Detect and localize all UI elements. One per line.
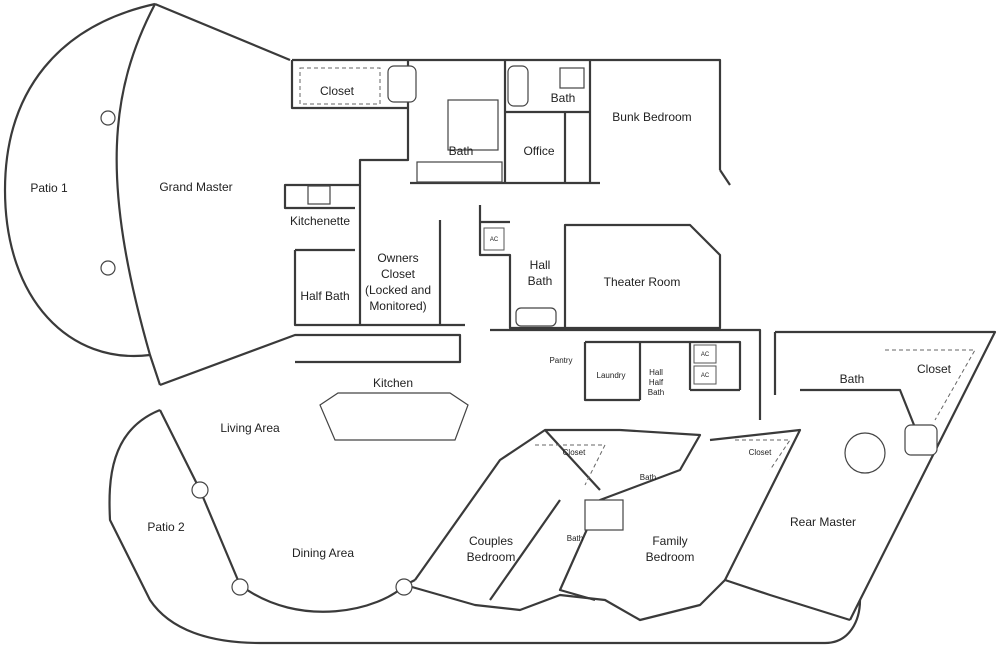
closet-shelf xyxy=(299,67,381,105)
room-label-grand-master: Grand Master xyxy=(159,180,232,194)
room-label-living-area: Living Area xyxy=(220,421,280,435)
room-label-patio-2: Patio 2 xyxy=(147,520,185,534)
room-label-closet: Closet xyxy=(917,362,952,376)
column xyxy=(231,578,249,596)
room-label-dining-area: Dining Area xyxy=(292,546,354,560)
closet-shelf xyxy=(735,439,791,471)
room-label-closet: Closet xyxy=(749,448,772,457)
sink xyxy=(559,67,585,89)
theater-walls xyxy=(478,205,762,420)
room-label-closet: Closet xyxy=(320,84,355,98)
column xyxy=(395,578,413,596)
room-label-bath: Bath xyxy=(551,91,576,105)
room-label-bath: Bath xyxy=(840,372,865,386)
spiral-stair xyxy=(844,432,886,474)
top-wall xyxy=(283,58,722,210)
patio-2-outline xyxy=(108,408,862,645)
bathtub xyxy=(507,65,529,107)
owners-closet-walls xyxy=(293,185,465,327)
room-label-hall-half-bath: Hall xyxy=(649,368,663,377)
column xyxy=(100,260,116,276)
room-label-bath: Bath xyxy=(567,534,583,543)
room-label-kitchenette: Kitchenette xyxy=(290,214,350,228)
bathtub xyxy=(387,65,417,103)
kitchen-island xyxy=(319,392,469,441)
closet-shelf xyxy=(535,444,606,486)
laundry-walls xyxy=(583,340,742,402)
grand-master-window-wall xyxy=(115,2,291,386)
closet-shelf xyxy=(885,349,976,421)
column xyxy=(100,110,116,126)
room-label-rear-master: Rear Master xyxy=(790,515,856,529)
room-label-bath: Bath xyxy=(449,144,474,158)
room-label-family-bedroom: Bedroom xyxy=(646,550,695,564)
room-label-hall-half-bath: Bath xyxy=(648,388,664,397)
room-label-half-bath: Half Bath xyxy=(300,289,349,303)
room-label-owners-closet: (Locked and xyxy=(365,283,431,297)
room-label-couples-bedroom: Bedroom xyxy=(467,550,516,564)
ac-label: AC xyxy=(701,352,710,358)
room-label-owners-closet: Owners xyxy=(377,251,418,265)
ac-unit xyxy=(483,227,505,251)
room-label-hall-bath: Hall xyxy=(530,258,551,272)
patio-1-outline xyxy=(3,2,156,358)
room-label-theater-room: Theater Room xyxy=(604,275,681,289)
room-label-family-bedroom: Family xyxy=(652,534,687,548)
column xyxy=(191,481,209,499)
shower xyxy=(584,499,624,531)
room-label-owners-closet: Monitored) xyxy=(369,299,426,313)
bathtub xyxy=(904,424,938,456)
kitchen-wall xyxy=(159,333,462,387)
shower xyxy=(447,99,499,151)
room-label-office: Office xyxy=(523,144,554,158)
room-label-closet: Closet xyxy=(563,448,586,457)
room-label-patio-1: Patio 1 xyxy=(30,181,68,195)
room-label-laundry: Laundry xyxy=(597,371,626,380)
room-label-hall-bath: Bath xyxy=(528,274,553,288)
ac-unit xyxy=(693,344,717,364)
room-label-hall-half-bath: Half xyxy=(649,378,664,387)
ac-label: AC xyxy=(490,237,499,243)
room-label-bunk-bedroom: Bunk Bedroom xyxy=(612,110,691,124)
bathtub xyxy=(515,307,557,327)
room-label-kitchen: Kitchen xyxy=(373,376,413,390)
living-window-wall xyxy=(159,409,851,622)
room-label-owners-closet: Closet xyxy=(381,267,416,281)
room-label-couples-bedroom: Couples xyxy=(469,534,513,548)
room-label-pantry: Pantry xyxy=(549,356,572,365)
ac-label: AC xyxy=(701,373,710,379)
vanity xyxy=(416,161,503,183)
sink xyxy=(307,185,331,205)
bedroom-walls xyxy=(414,428,802,602)
room-label-bath: Bath xyxy=(640,473,656,482)
rear-master-walls xyxy=(773,330,997,621)
ac-unit xyxy=(693,365,717,385)
